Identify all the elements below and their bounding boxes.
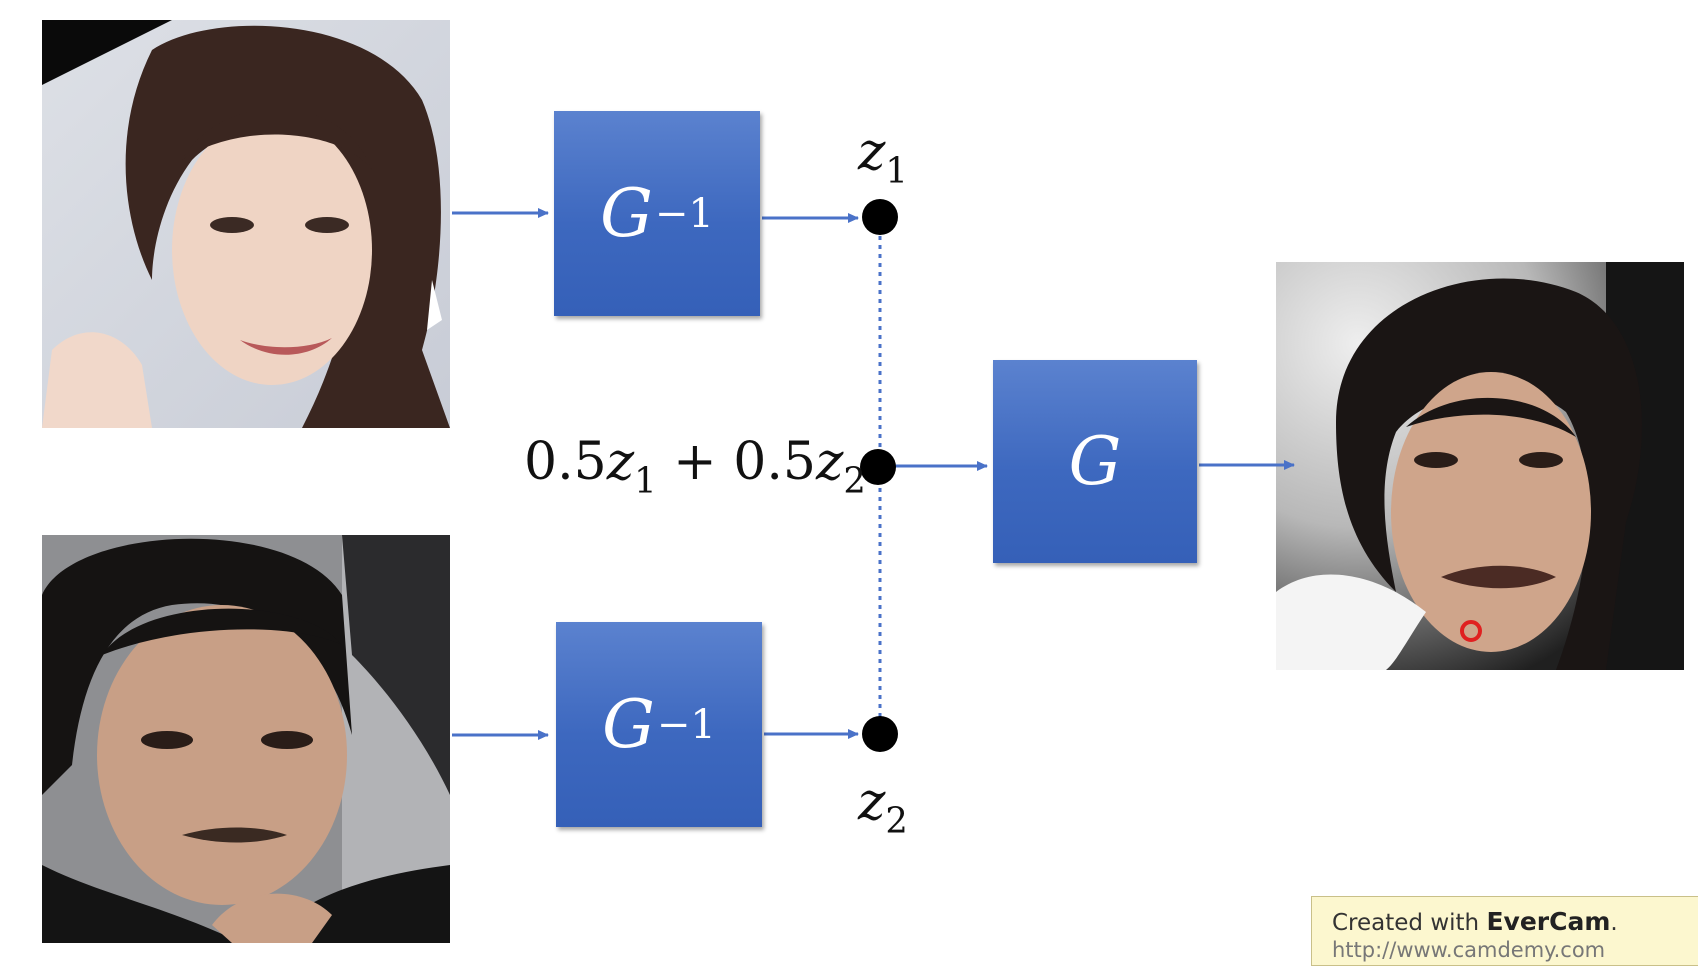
generator-block: G bbox=[993, 360, 1197, 563]
output-photo bbox=[1276, 262, 1684, 670]
inverse-generator-block-bottom: G−1 bbox=[556, 622, 762, 827]
coef2: 0.5 bbox=[733, 432, 816, 492]
inverse-generator-block-top: G−1 bbox=[554, 111, 760, 316]
watermark-brand: EverCam bbox=[1486, 907, 1611, 936]
watermark-prefix: Created with bbox=[1332, 910, 1487, 936]
var1: z bbox=[606, 432, 635, 492]
cursor-ring-icon bbox=[1460, 620, 1482, 642]
evercam-watermark: Created with EverCam. http://www.camdemy… bbox=[1311, 896, 1698, 966]
label-interpolation: 0.5z1 + 0.5z2 bbox=[524, 432, 866, 501]
watermark-url: http://www.camdemy.com bbox=[1332, 938, 1606, 962]
coef1: 0.5 bbox=[524, 432, 607, 492]
watermark-suffix: . bbox=[1610, 910, 1618, 936]
block-superscript: −1 bbox=[654, 190, 714, 237]
input-photo-woman bbox=[42, 20, 450, 428]
block-superscript: −1 bbox=[656, 701, 716, 748]
label-sub: 2 bbox=[885, 800, 908, 842]
label-z2: z2 bbox=[858, 772, 908, 841]
block-symbol: G bbox=[602, 685, 655, 763]
label-var: z bbox=[858, 122, 886, 182]
node-z1 bbox=[862, 199, 898, 235]
node-mix bbox=[860, 449, 896, 485]
input-photo-man bbox=[42, 535, 450, 943]
sub1: 1 bbox=[634, 460, 657, 502]
block-symbol: G bbox=[600, 174, 653, 252]
label-var: z bbox=[858, 772, 886, 832]
block-symbol: G bbox=[1068, 422, 1122, 500]
plus-operator: + bbox=[656, 432, 734, 492]
node-z2 bbox=[862, 716, 898, 752]
label-sub: 1 bbox=[885, 150, 908, 192]
var2: z bbox=[815, 432, 844, 492]
label-z1: z1 bbox=[858, 122, 908, 191]
sub2: 2 bbox=[843, 460, 866, 502]
